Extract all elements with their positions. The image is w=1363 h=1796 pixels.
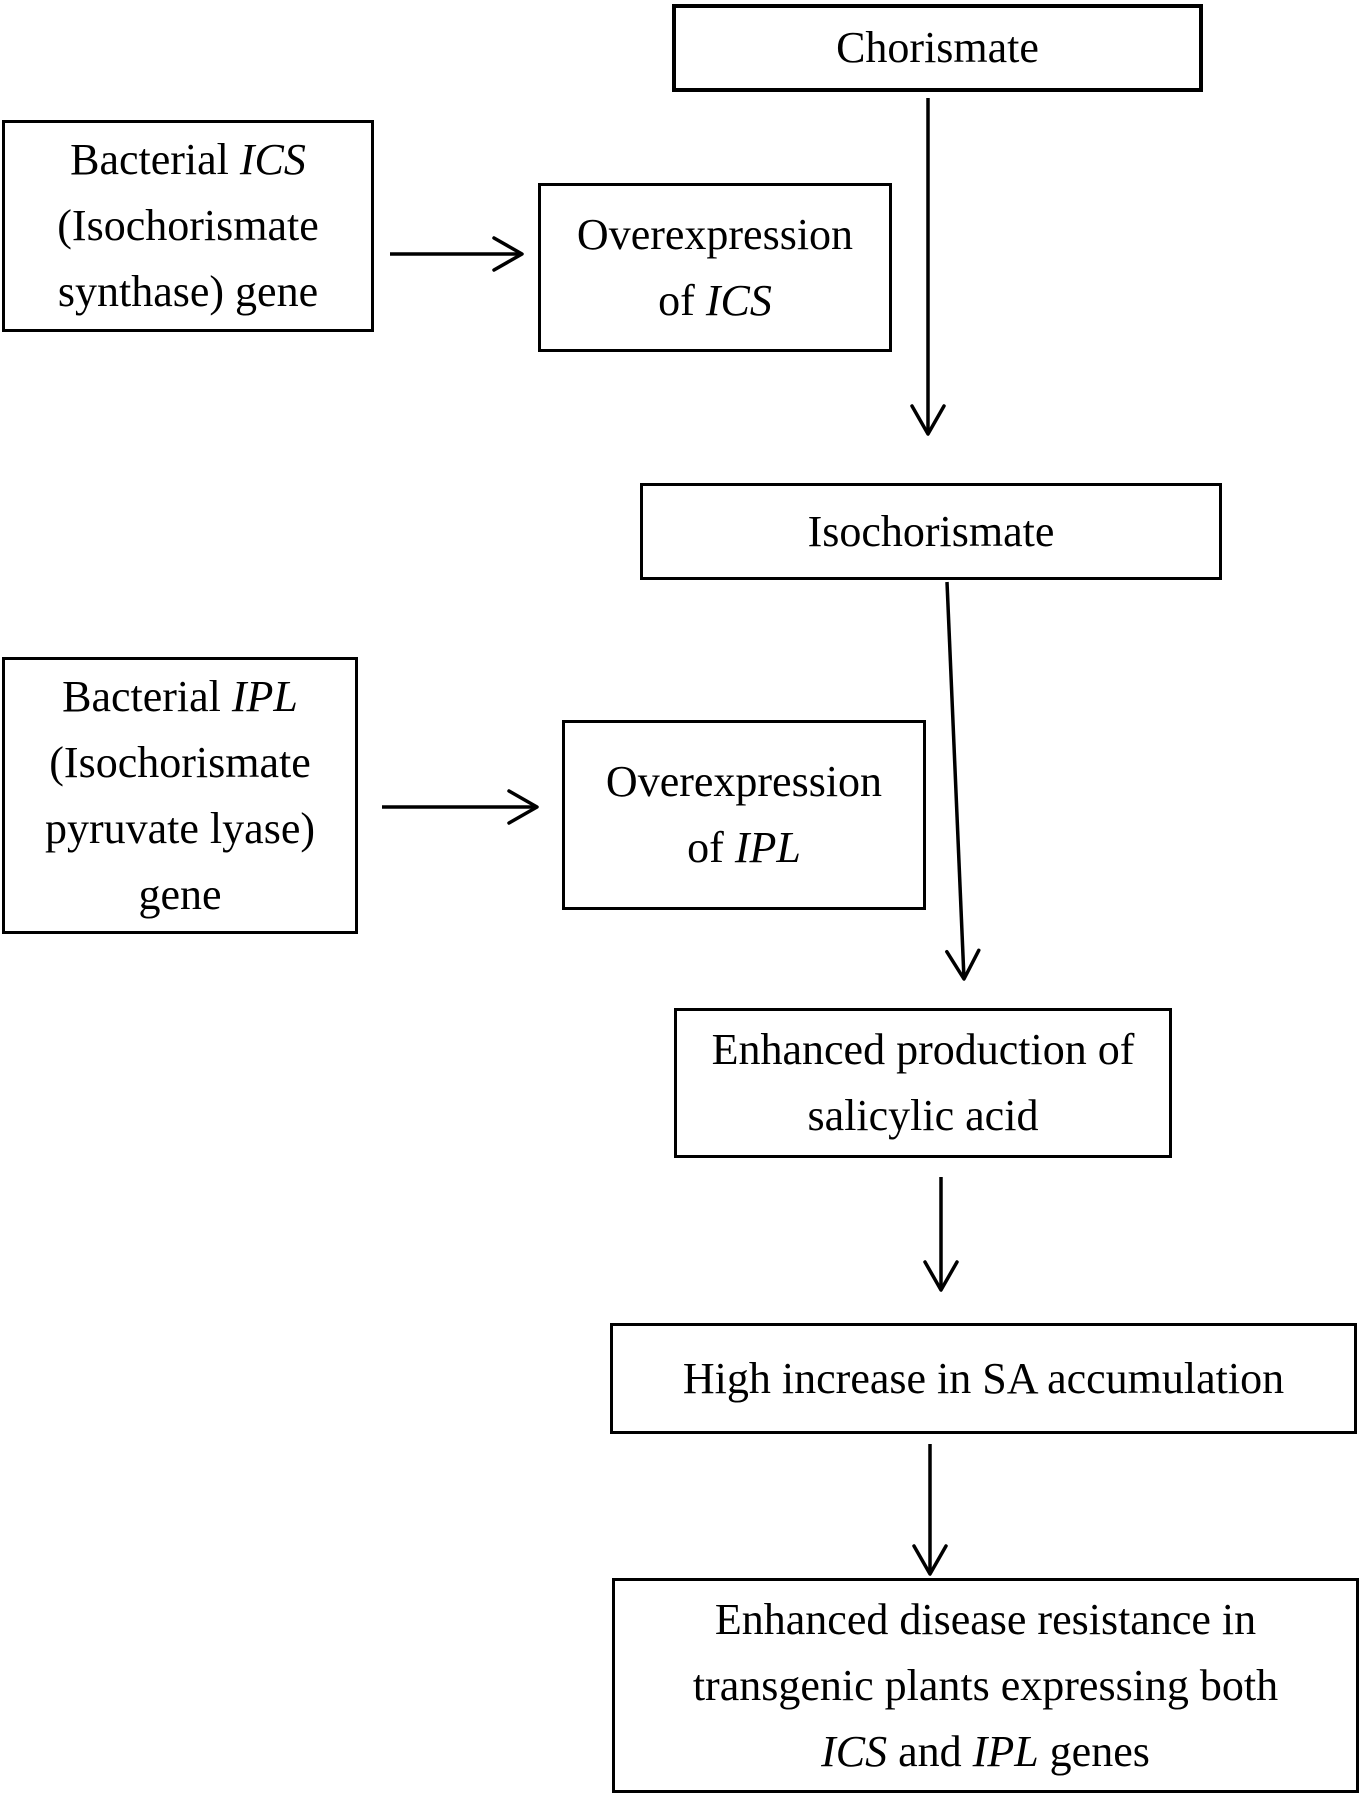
- node-label-line: synthase) gene: [58, 259, 318, 325]
- label-text: transgenic plants expressing both: [692, 1660, 1279, 1710]
- node-label-line: ICS and IPL genes: [821, 1719, 1150, 1785]
- node-label-line: Bacterial ICS: [70, 127, 306, 193]
- label-text: pyruvate lyase): [45, 803, 315, 853]
- node-enhanced-production-sa: Enhanced production of salicylic acid: [674, 1008, 1172, 1158]
- gene-name-italic: IPL: [231, 671, 298, 721]
- node-label-line: (Isochorismate: [49, 730, 310, 796]
- node-label-line: Bacterial IPL: [62, 664, 298, 730]
- label-text: Chorismate: [836, 23, 1039, 72]
- gene-name-italic: ICS: [821, 1726, 888, 1776]
- label-text: of: [687, 823, 735, 872]
- label-text: gene: [138, 869, 222, 919]
- arrow-isochorismate-to-enhanced-production: [945, 581, 981, 981]
- label-text: Enhanced disease resistance in: [714, 1594, 1257, 1644]
- node-enhanced-disease-resistance: Enhanced disease resistance in transgenic…: [612, 1578, 1359, 1793]
- label-text: (Isochorismate: [49, 737, 311, 787]
- node-label-line: Enhanced production of: [712, 1017, 1135, 1083]
- node-label-line: Isochorismate: [808, 499, 1055, 565]
- node-label-line: High increase in SA accumulation: [683, 1346, 1284, 1412]
- node-label-line: of ICS: [658, 268, 772, 334]
- node-label-line: pyruvate lyase): [45, 796, 315, 862]
- node-high-increase-sa: High increase in SA accumulation: [610, 1323, 1357, 1434]
- label-text: High increase in SA accumulation: [682, 1353, 1285, 1403]
- node-bacterial-ics-gene: Bacterial ICS (Isochorismate synthase) gen…: [2, 120, 374, 332]
- gene-name-italic: IPL: [972, 1726, 1039, 1776]
- node-label-line: Overexpression: [577, 202, 853, 268]
- gene-name-italic: ICS: [705, 275, 772, 325]
- node-label-line: transgenic plants expressing both: [693, 1653, 1278, 1719]
- gene-name-italic: IPL: [734, 823, 801, 872]
- label-text: and: [887, 1726, 973, 1776]
- gene-name-italic: ICS: [239, 135, 306, 184]
- label-text: genes: [1038, 1726, 1150, 1776]
- node-bacterial-ipl-gene: Bacterial IPL (Isochorismate pyruvate lyas…: [2, 657, 358, 934]
- node-chorismate: Chorismate: [672, 4, 1203, 92]
- node-label-line: Enhanced disease resistance in: [715, 1587, 1256, 1653]
- node-overexpression-ics: Overexpression of ICS: [538, 183, 892, 352]
- node-label-line: Overexpression: [606, 749, 882, 815]
- node-isochorismate: Isochorismate: [640, 483, 1222, 580]
- label-text: of: [658, 275, 706, 325]
- node-label-line: of IPL: [687, 815, 801, 881]
- label-text: Bacterial: [70, 135, 240, 184]
- label-text: salicylic acid: [807, 1091, 1039, 1140]
- label-text: Isochorismate: [807, 506, 1055, 556]
- label-text: (Isochorismate: [57, 201, 319, 250]
- node-label-line: salicylic acid: [808, 1083, 1039, 1149]
- node-label-line: Chorismate: [836, 15, 1039, 81]
- node-label-line: (Isochorismate: [57, 193, 318, 259]
- label-text: Bacterial: [62, 671, 232, 721]
- label-text: synthase) gene: [57, 267, 319, 316]
- node-label-line: gene: [138, 862, 221, 928]
- label-text: Enhanced production of: [711, 1025, 1135, 1074]
- node-overexpression-ipl: Overexpression of IPL: [562, 720, 926, 910]
- label-text: Overexpression: [605, 757, 883, 806]
- label-text: Overexpression: [576, 209, 854, 259]
